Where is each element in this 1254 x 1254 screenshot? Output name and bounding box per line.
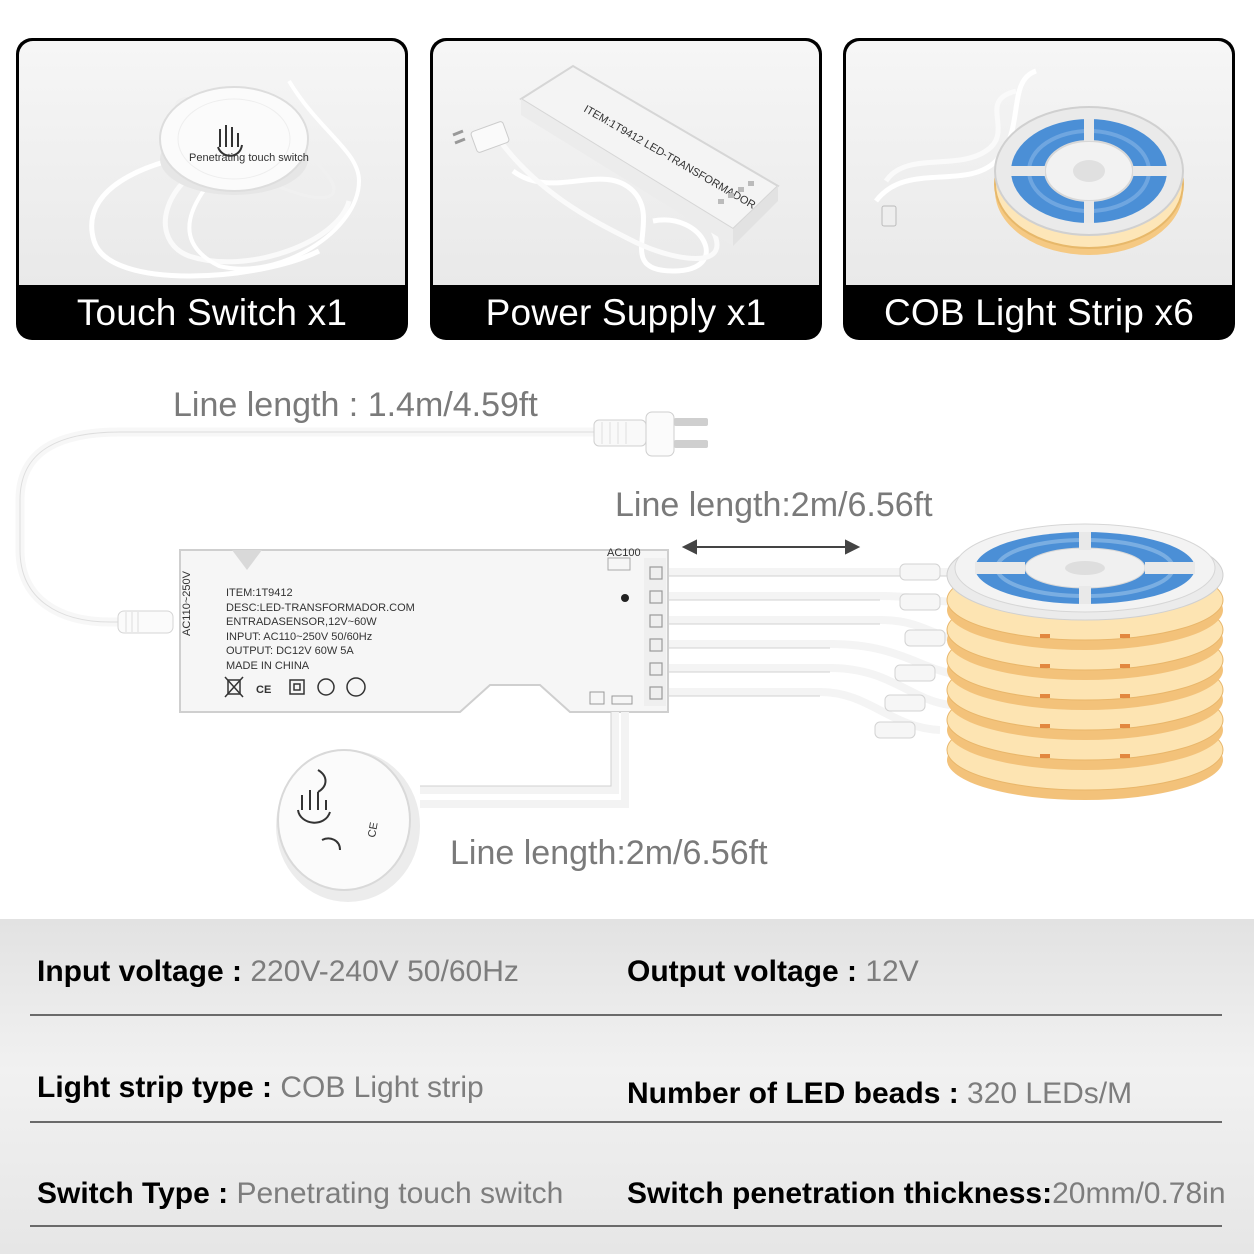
plug-line-length: Line length : 1.4m/4.59ft [173, 386, 538, 424]
certification-icons [224, 676, 366, 698]
spec-value: 12V [865, 955, 919, 988]
touch-switch-puck: CE [276, 749, 420, 902]
psu-item-line: ITEM:1T9412 [226, 587, 293, 599]
rohs-icon [346, 677, 366, 697]
spec-strip-type: Light strip type : COB Light strip [37, 1071, 484, 1105]
switch-ce-mark: CE [366, 821, 380, 838]
psu-output-line: OUTPUT: DC12V 60W 5A [226, 645, 354, 657]
spec-value: Penetrating touch switch [236, 1177, 564, 1210]
spec-led-beads: Number of LED beads : 320 LEDs/M [627, 1077, 1132, 1111]
spec-value: COB Light strip [280, 1071, 484, 1104]
ce-mark: CE [256, 684, 271, 696]
divider [30, 1014, 1222, 1016]
spec-key: Switch penetration thickness: [627, 1177, 1053, 1210]
psu-origin-line: MADE IN CHINA [226, 660, 310, 672]
card-touch-switch: Penetrating touch switch Touch Switch x1 [16, 38, 408, 340]
psu-input-line: INPUT: AC110~250V 50/60Hz [226, 631, 372, 643]
wiring-diagram: AC110~250V AC100 ITEM:1T9412 DESC:LED-TR… [0, 350, 1254, 910]
svg-text:Penetrating touch switch: Penetrating touch switch [189, 152, 309, 164]
hand-wave-icon [297, 769, 341, 851]
spec-input-voltage: Input voltage : 220V-240V 50/60Hz [37, 955, 519, 989]
spec-table: Input voltage : 220V-240V 50/60Hz Output… [0, 919, 1254, 1254]
power-supply-photo: ITEM:1T9412 LED-TRANSFORMADOR [433, 41, 819, 285]
card-caption: Touch Switch x1 [76, 291, 348, 333]
card-caption: Power Supply x1 [485, 291, 767, 333]
spec-penetration-thickness: Switch penetration thickness:20mm/0.78in [627, 1177, 1226, 1211]
card-power-supply: ITEM:1T9412 LED-TRANSFORMADOR Power Supp… [430, 38, 822, 340]
plug-icon [470, 121, 510, 153]
divider [30, 1121, 1222, 1123]
power-supply-box: AC110~250V [179, 549, 669, 713]
card-caption: COB Light Strip x6 [883, 291, 1194, 333]
hand-icon [217, 125, 243, 157]
switch-line-length: Line length:2m/6.56ft [450, 834, 768, 872]
recycle-icon [317, 678, 335, 696]
psu-model-line: ENTRADASENSOR,12V~60W [226, 616, 377, 628]
spec-key: Switch Type : [37, 1177, 237, 1210]
spec-key: Light strip type : [37, 1071, 281, 1104]
ac-port-label: AC100 [607, 547, 641, 559]
spec-key: Output voltage : [627, 955, 866, 988]
touch-switch-photo: Penetrating touch switch [19, 41, 405, 285]
divider [30, 1225, 1222, 1227]
spec-key: Number of LED beads : [627, 1077, 968, 1110]
spec-switch-type: Switch Type : Penetrating touch switch [37, 1177, 563, 1211]
cob-strip-photo [846, 41, 1232, 285]
strip-line-length: Line length:2m/6.56ft [615, 486, 933, 524]
spec-value: 220V-240V 50/60Hz [250, 955, 519, 988]
spec-value: 20mm/0.78in [1052, 1177, 1226, 1210]
spec-output-voltage: Output voltage : 12V [627, 955, 919, 989]
double-insulation-icon [289, 679, 305, 695]
weee-bin-icon [224, 676, 244, 698]
spec-key: Input voltage : [37, 955, 251, 988]
psu-desc-line: DESC:LED-TRANSFORMADOR.COM [226, 602, 415, 614]
length-arrow-icon [681, 539, 861, 555]
card-cob-strip: COB Light Strip x6 [843, 38, 1235, 340]
cob-strip-reels [946, 523, 1224, 800]
svg-text:AC110~250V: AC110~250V [181, 570, 193, 636]
spec-value: 320 LEDs/M [967, 1077, 1133, 1110]
ac-plug-icon [593, 411, 708, 457]
